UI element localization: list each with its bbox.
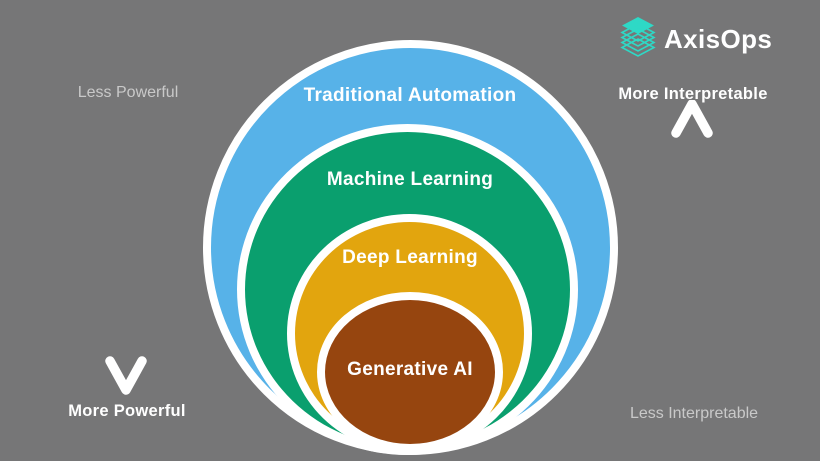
brand-logo: AxisOps [620, 16, 772, 63]
axis-label-more-powerful: More Powerful [68, 402, 186, 420]
axis-label-less-interpretable: Less Interpretable [629, 405, 759, 422]
ring-label-machine-learning: Machine Learning [326, 169, 494, 190]
layers-stack-icon [620, 16, 656, 63]
down-arrow-icon [105, 106, 147, 395]
ring-generative-ai [317, 292, 503, 452]
up-arrow-icon [671, 100, 713, 403]
brand-name: AxisOps [664, 24, 773, 54]
axis-label-more-interpretable: More Interpretable [618, 85, 768, 103]
ring-label-deep-learning: Deep Learning [342, 247, 478, 268]
ring-label-traditional-automation: Traditional Automation [303, 85, 517, 106]
ring-label-generative-ai: Generative AI [347, 359, 473, 380]
axis-label-less-powerful: Less Powerful [77, 84, 179, 101]
